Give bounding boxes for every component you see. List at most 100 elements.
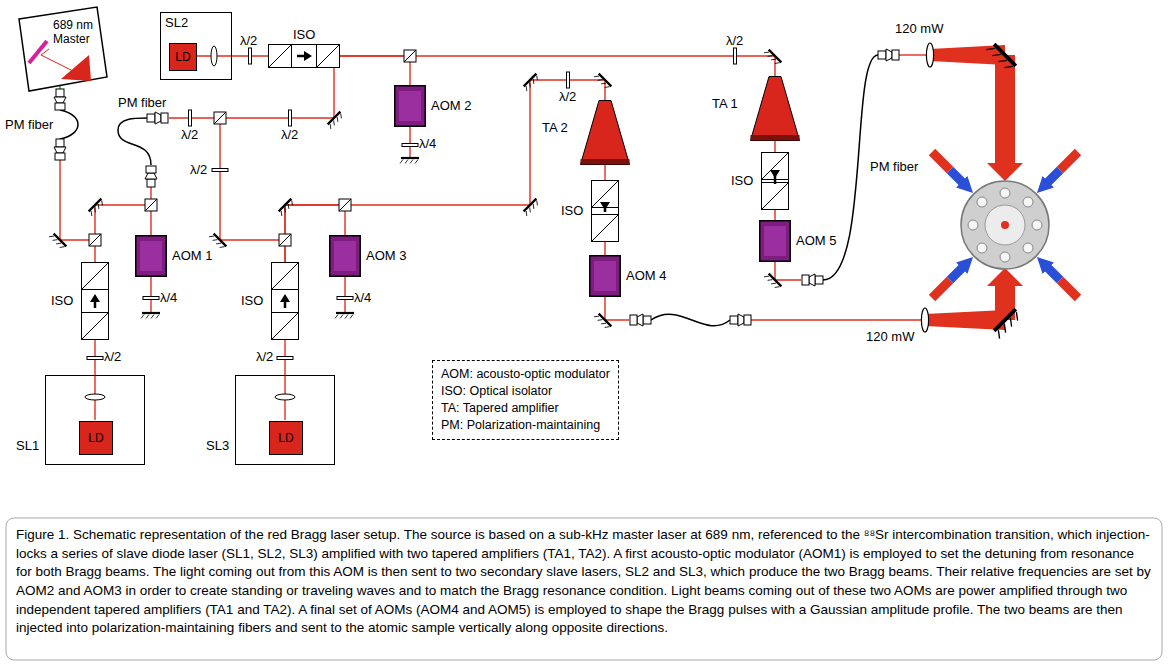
laser-beam xyxy=(774,141,775,152)
component-name: AOM 4 xyxy=(626,268,666,284)
component-name: LD xyxy=(88,431,103,445)
beam-splitter-cube xyxy=(279,234,291,246)
laser-beam xyxy=(340,56,410,85)
fiber xyxy=(60,110,78,139)
component-label: λ/2 xyxy=(559,90,576,105)
component-label: 120 mW xyxy=(895,22,943,37)
fiber-coupler xyxy=(54,49,899,326)
waveplate xyxy=(87,48,737,360)
optical-isolator-outline xyxy=(268,44,340,68)
component-name: ISO xyxy=(241,293,263,309)
beam-splitter-cube xyxy=(214,112,226,124)
fiber-coupler xyxy=(145,166,157,187)
component-name: 689 nm Master xyxy=(53,19,99,47)
beam-splitter-cube xyxy=(89,50,416,246)
component-name: LD xyxy=(278,431,293,445)
mot-beam xyxy=(950,170,964,184)
slave-laser-box: SL1LD xyxy=(45,375,145,465)
laser-beam xyxy=(344,277,345,312)
vacuum-chamber xyxy=(977,197,987,207)
fiber-coupler xyxy=(630,314,651,326)
mirror xyxy=(209,233,226,250)
waveplate xyxy=(567,72,570,88)
mot-beam xyxy=(950,266,964,280)
fiber xyxy=(118,118,151,165)
laser-beam xyxy=(409,127,410,157)
component-name: AOM 1 xyxy=(172,248,212,264)
lens xyxy=(921,308,928,332)
mot-beam xyxy=(932,152,1078,298)
mirror xyxy=(764,49,781,66)
mirror xyxy=(327,112,344,129)
lens xyxy=(926,43,933,67)
acousto-optic-modulator: AOM 1 xyxy=(135,235,167,277)
mirror xyxy=(594,73,611,90)
waveplate xyxy=(337,297,353,300)
laser-diode: LD xyxy=(169,43,197,71)
acousto-optic-modulator: AOM 4 xyxy=(589,255,621,297)
mirror xyxy=(88,199,105,216)
component-label: λ/2 xyxy=(190,163,207,178)
mot-beam xyxy=(932,280,950,298)
mot-beam xyxy=(1046,266,1060,280)
laser-beam xyxy=(169,68,334,118)
vacuum-chamber xyxy=(1023,197,1033,207)
component-name: SL2 xyxy=(165,15,188,31)
vacuum-chamber xyxy=(1000,188,1010,198)
vacuum-chamber xyxy=(961,181,1049,269)
component-name: TA 1 xyxy=(712,96,738,112)
beam-splitter-cube xyxy=(339,199,351,211)
key-entry: PM: Polarization-maintaining xyxy=(441,417,610,434)
fiber-coupler xyxy=(147,112,168,124)
laser-diode: LD xyxy=(269,421,303,455)
tapered-amplifier-outline xyxy=(580,100,630,165)
waveplate xyxy=(189,110,192,126)
laser-beam xyxy=(899,54,930,55)
laser-beam xyxy=(60,160,95,240)
fiber-coupler xyxy=(54,139,66,160)
laser-diode: LD xyxy=(79,421,113,455)
vacuum-chamber xyxy=(968,220,978,230)
laser-beam xyxy=(604,242,605,255)
mirror xyxy=(400,158,419,164)
vacuum-chamber xyxy=(985,205,1025,245)
wide-beam xyxy=(995,55,1015,163)
component-label: λ/2 xyxy=(240,34,257,49)
optical-isolator-outline xyxy=(81,262,109,340)
beam-splitter-cube xyxy=(89,234,101,246)
mirror xyxy=(49,233,66,250)
component-name: TA 2 xyxy=(542,120,568,136)
mot-beam xyxy=(932,152,950,170)
component-label: λ/4 xyxy=(160,291,177,306)
optical-isolator: ISO xyxy=(268,44,340,68)
tapered-amplifier: TA 2 xyxy=(580,100,630,165)
component-name: ISO xyxy=(51,293,73,309)
mot-beam xyxy=(1060,280,1078,298)
caption-frame xyxy=(6,518,1162,660)
optical-isolator: ISO xyxy=(591,180,619,242)
component-name: ISO xyxy=(731,173,753,189)
fiber-coupler xyxy=(878,49,899,61)
laser-beam xyxy=(220,118,285,240)
wide-beam xyxy=(925,310,1005,330)
component-label: λ/4 xyxy=(354,291,371,306)
component-label: PM fiber xyxy=(5,118,53,133)
waveplate xyxy=(402,144,418,147)
component-label: 120 mW xyxy=(866,330,914,345)
component-name: AOM 3 xyxy=(366,248,406,264)
optical-isolator-outline xyxy=(761,152,789,210)
key-entry: TA: Tapered amplifier xyxy=(441,400,610,417)
acousto-optic-modulator: AOM 3 xyxy=(329,235,361,277)
laser-beam xyxy=(604,165,605,180)
acousto-optic-modulator-outline xyxy=(394,85,426,127)
acousto-optic-modulator-outline xyxy=(589,255,621,297)
laser-beam xyxy=(150,277,151,312)
laser-beam xyxy=(775,262,801,280)
mirror xyxy=(278,199,295,216)
lens xyxy=(275,394,295,400)
abbreviation-key: AOM: acousto-optic modulatorISO: Optical… xyxy=(432,360,619,440)
lens xyxy=(85,394,105,400)
mot-beam xyxy=(1046,170,1060,184)
waveplate xyxy=(87,357,103,360)
